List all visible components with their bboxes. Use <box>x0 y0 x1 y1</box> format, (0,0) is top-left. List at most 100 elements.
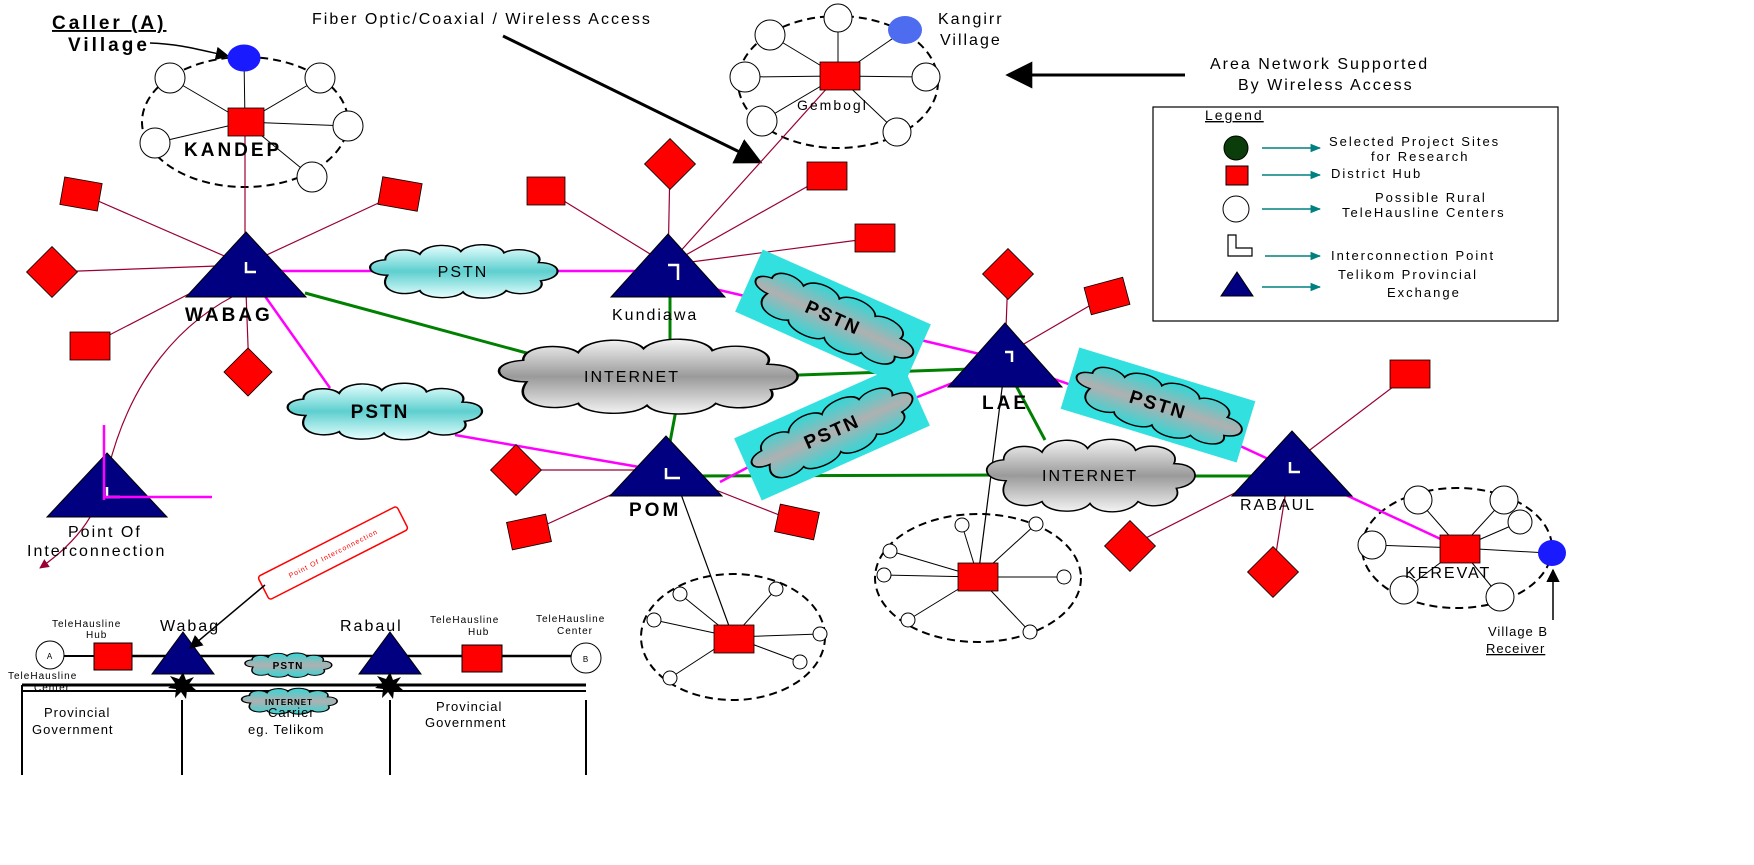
village-b-label: Village B <box>1488 624 1548 639</box>
kandep-label: KANDEP <box>184 140 282 161</box>
interconnect-burst <box>375 672 403 699</box>
small-internet-label: INTERNET <box>265 698 313 707</box>
prov-gov-left-2: Government <box>32 722 114 737</box>
district-hub <box>981 247 1035 301</box>
kangirr-village-node <box>888 16 922 44</box>
district-hub <box>25 245 79 299</box>
legend-item-2-line1: District Hub <box>1331 166 1422 181</box>
district-hub <box>806 161 848 191</box>
wabag-small-label: Wabag <box>160 618 220 635</box>
fiber-access-arrow <box>502 34 763 164</box>
exchange-wabag-small <box>151 631 215 675</box>
legend-item-5-line1: Telikom Provincial <box>1338 267 1478 282</box>
district-hub <box>774 503 820 541</box>
caller-a-label: Caller (A) <box>52 13 166 34</box>
exchange-lae <box>946 322 1064 388</box>
prov-gov-right-2: Government <box>425 715 507 730</box>
pstn-cloud-label: PSTN <box>438 264 489 281</box>
lae-label: LAE <box>982 393 1029 414</box>
district-hub <box>69 331 111 361</box>
legend-title: Legend <box>1205 107 1264 123</box>
interconnection-marks <box>105 262 1300 499</box>
prov-gov-left-1: Provincial <box>44 705 110 720</box>
prov-gov-right-1: Provincial <box>436 699 502 714</box>
th-hub-left-label-2: Hub <box>86 630 107 641</box>
area-network-label-1: Area Network Supported <box>1210 56 1429 73</box>
poi-label-2: Interconnection <box>27 543 166 560</box>
pstn-cloud-kundiawa-lae: PSTN <box>735 249 931 387</box>
district-hub <box>526 176 566 206</box>
th-hub-left-label-1: TeleHausline <box>52 619 121 630</box>
district-hub <box>1246 545 1300 599</box>
rabaul-small-label: Rabaul <box>340 618 403 635</box>
fiber-access-label: Fiber Optic/Coaxial / Wireless Access <box>312 11 652 28</box>
telehausline-hub-right <box>461 644 503 673</box>
district-hub <box>223 347 273 397</box>
carrier-label-1: Carrier <box>268 705 315 720</box>
district-hub <box>489 443 543 497</box>
kerevat-label: KEREVAT <box>1405 565 1491 582</box>
legend-box <box>1152 106 1559 322</box>
telehausline-center-b <box>570 642 602 674</box>
district-hub <box>377 176 423 212</box>
rural-center-node <box>154 62 186 94</box>
carrier-label-2: eg. Telikom <box>248 722 325 737</box>
district-hubs <box>25 61 1481 654</box>
district-hub <box>506 513 552 551</box>
poi-tag: Point Of Interconnection <box>257 506 409 600</box>
internet-cloud-label: INTERNET <box>584 369 680 386</box>
district-hub <box>1103 519 1157 573</box>
rural-center-node <box>823 3 853 33</box>
node-b-label: B <box>583 655 589 664</box>
th-center-right-label-1: TeleHausline <box>536 614 605 625</box>
th-center-left-label-2: Center <box>34 683 70 694</box>
kundiawa-label: Kundiawa <box>612 307 698 324</box>
poi-tag-arrow <box>188 584 266 649</box>
caller-village-node <box>227 44 261 72</box>
legend-exchange-icon <box>1220 271 1254 297</box>
poi-cross <box>102 425 212 500</box>
pom-label: POM <box>629 500 681 521</box>
legend-interconnection-icon <box>1227 234 1253 257</box>
legend-item-1-line1: Selected Project Sites <box>1329 134 1500 149</box>
legend-item-5-line2: Exchange <box>1387 285 1461 300</box>
kangirr-label: Kangirr <box>938 11 1004 28</box>
district-hub <box>643 137 697 191</box>
district-hub <box>854 223 896 253</box>
pstn-cloud-label: PSTN <box>351 402 410 423</box>
exchange-pom <box>608 435 724 497</box>
th-hub-right-label-2: Hub <box>468 627 489 638</box>
district-hub <box>819 61 861 91</box>
node-a-label: A <box>47 652 53 661</box>
telehausline-hub-left <box>93 642 133 671</box>
district-hub <box>1439 534 1481 564</box>
exchanges <box>45 231 1354 518</box>
pstn-cloud-pom-lae: PSTN <box>734 363 930 501</box>
legend-item-1-line2: for Research <box>1371 149 1469 164</box>
rural-center-node <box>729 61 761 93</box>
th-hub-right-label-1: TeleHausline <box>430 615 499 626</box>
district-hub <box>957 562 999 592</box>
small-pstn-label: PSTN <box>273 661 304 672</box>
exchange-rabaul-small <box>358 631 422 675</box>
legend-item-3-line2: TeleHausline Centers <box>1342 205 1506 220</box>
caller-pointer <box>149 42 230 61</box>
wabag-label: WABAG <box>185 305 273 326</box>
district-hub <box>227 107 265 137</box>
rural-center-node <box>754 19 786 51</box>
gembogl-label: Gembogl <box>797 97 868 113</box>
rural-center-node <box>911 62 941 92</box>
poi-pointer <box>39 289 247 569</box>
receiver-label: Receiver <box>1486 641 1545 656</box>
kerevat-area-network <box>1357 485 1566 612</box>
legend-selected-site-icon <box>1223 135 1249 161</box>
rabaul-label: RABAUL <box>1240 497 1316 514</box>
district-hub <box>59 176 103 212</box>
bottom-schematic: A B PSTN INTERNET Point Of Interconnecti… <box>8 506 605 775</box>
area-network-label-2: By Wireless Access <box>1238 77 1414 94</box>
rural-center-node <box>882 117 912 147</box>
interconnect-burst <box>168 672 196 699</box>
legend-district-hub-icon <box>1225 165 1249 186</box>
poi-label-1: Point Of <box>68 524 142 541</box>
